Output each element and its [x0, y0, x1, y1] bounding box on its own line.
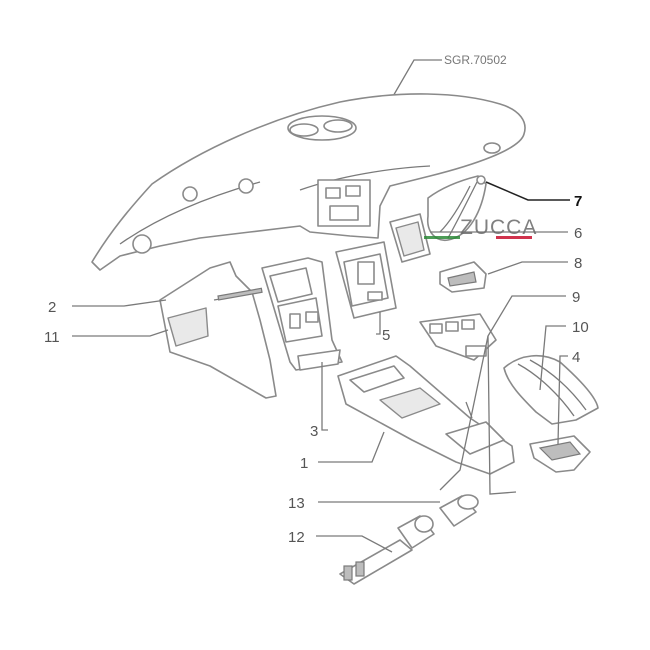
watermark-logo: ZUCCA [424, 216, 537, 239]
part-1-console [337, 355, 515, 475]
flag-red-stripe [496, 236, 532, 239]
callouts: 2 11 3 1 5 6 7 8 9 10 4 13 12 [44, 193, 589, 546]
callout-5: 5 [382, 327, 390, 344]
watermark-brand: ZUCCA [460, 216, 537, 239]
part-6-frame [389, 213, 431, 263]
dashboard [91, 93, 526, 271]
callout-6: 6 [574, 225, 582, 242]
callout-13: 13 [288, 495, 305, 512]
drawing-code-leader [391, 59, 442, 99]
callout-8: 8 [574, 255, 582, 272]
callout-11: 11 [44, 329, 60, 346]
leader-lines [72, 181, 570, 553]
callout-9: 9 [572, 289, 580, 306]
callout-7: 7 [574, 193, 582, 210]
callout-2: 2 [48, 299, 56, 316]
part-5-panel [335, 241, 397, 319]
part-2-11-side-panel [159, 261, 277, 399]
drawing-code: SGR.70502 [444, 53, 507, 67]
callout-3: 3 [310, 423, 318, 440]
part-7-gear-boot [426, 175, 487, 241]
callout-10: 10 [572, 319, 589, 336]
callout-4: 4 [572, 349, 580, 366]
callout-12: 12 [288, 529, 305, 546]
part-3-bezel [261, 257, 343, 371]
part-8-switch [439, 261, 487, 293]
part-13-knob [439, 494, 479, 527]
flag-green-stripe [424, 236, 460, 239]
flag-white-stripe [460, 236, 496, 239]
callout-1: 1 [300, 455, 308, 472]
part-12-lighter [339, 515, 435, 585]
part-9-switch-plate [419, 313, 497, 361]
part-4-trim [529, 435, 591, 473]
part-10-handbrake-boot [503, 355, 599, 425]
